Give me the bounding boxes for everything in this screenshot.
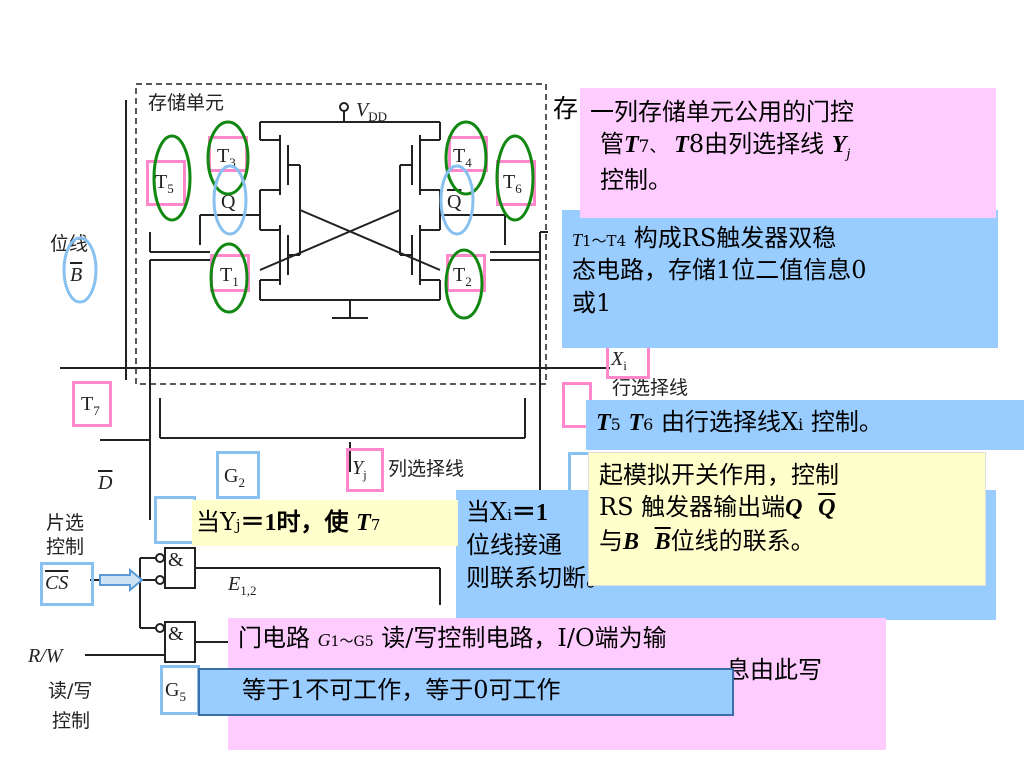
rs-flipflop-callout: T1～T4 构成RS触发器双稳 态电路，存储1位二值信息0 或1 bbox=[562, 210, 998, 348]
g5-label: G5 bbox=[165, 679, 186, 704]
e12-label: E1,2 bbox=[228, 573, 257, 598]
qbar-label: Q bbox=[447, 191, 462, 213]
bitline-label: 位线 bbox=[50, 233, 89, 255]
bitline-b-bar: B bbox=[70, 264, 83, 286]
storage-cell-border bbox=[135, 83, 547, 385]
d-bar-label: D bbox=[98, 472, 113, 494]
partial-cun-text: 存 bbox=[553, 94, 579, 123]
g2-highlight bbox=[216, 451, 260, 499]
chip-select-label-2: 控制 bbox=[46, 536, 85, 558]
g5-highlight bbox=[160, 665, 200, 715]
t7-label: T7 bbox=[81, 393, 100, 418]
q-label: Q bbox=[221, 191, 236, 213]
rw-control-label-1: 读/写 bbox=[48, 680, 93, 702]
rw-label: R/W bbox=[28, 645, 63, 667]
cs-highlight bbox=[40, 562, 94, 606]
t1-highlight bbox=[210, 254, 250, 292]
yj-label: Yj bbox=[352, 457, 367, 482]
and-gate-1-symbol: & bbox=[168, 549, 184, 571]
t5-t6-callout: T5 T6 由行选择线Xi 控制。 bbox=[586, 400, 1024, 450]
rw-control-label-2: 控制 bbox=[52, 710, 91, 732]
cs-bar-label: CS bbox=[45, 572, 69, 594]
enable-callout: 等于1不可工作，等于0可工作 bbox=[198, 668, 734, 716]
vdd-terminal bbox=[339, 102, 349, 112]
t4-highlight bbox=[448, 136, 488, 172]
t5-highlight bbox=[146, 160, 186, 206]
t6-highlight bbox=[496, 160, 536, 206]
t3-highlight bbox=[208, 136, 248, 172]
t2-highlight bbox=[446, 254, 486, 292]
row-select-label: 行选择线 bbox=[612, 377, 689, 399]
g2-label: G2 bbox=[224, 465, 245, 490]
analog-switch-callout: 起模拟开关作用，控制 RS 触发器输出端Q Q 与B B位线的联系。 bbox=[588, 452, 986, 586]
chip-select-label-1: 片选 bbox=[46, 512, 85, 534]
column-gate-callout: 一列存储单元公用的门控 管T7、 T8由列选择线 Yj 控制。 bbox=[580, 88, 996, 218]
gate-c-highlight bbox=[154, 496, 196, 544]
col-select-label: 列选择线 bbox=[388, 458, 465, 480]
and-gate-2-symbol: & bbox=[168, 623, 184, 645]
vdd-label: VDD bbox=[356, 99, 387, 124]
storage-cell-label: 存储单元 bbox=[148, 92, 225, 114]
cs-arrow bbox=[99, 567, 144, 593]
yj-highlight bbox=[346, 448, 384, 492]
xi-label: Xi bbox=[611, 348, 627, 373]
t7-highlight bbox=[72, 381, 112, 427]
yj-callout: 当Yj＝1时，使 T7 bbox=[192, 500, 458, 546]
